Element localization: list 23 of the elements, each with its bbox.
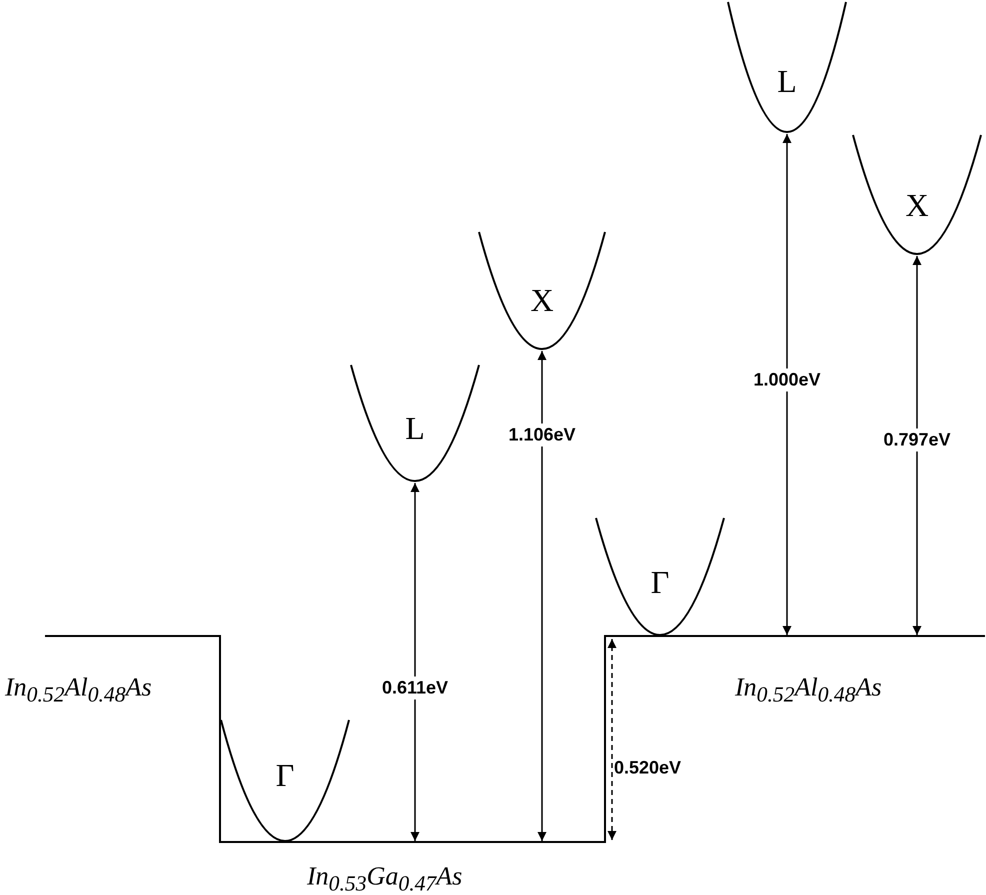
energy-gap-arrow [782, 134, 792, 635]
valley-label: L [777, 64, 797, 97]
material-label: In$_{0.52}$Al$_{0.48}$As [735, 672, 882, 708]
edge-label: 1.106eV [508, 424, 576, 446]
edge-label: 1.000eV [753, 368, 821, 392]
energy-gap-arrow [538, 351, 546, 841]
valley-parabola [852, 135, 982, 255]
edge-label: 0.797eV [883, 428, 951, 452]
energy-gap-arrow [410, 483, 420, 841]
valley-label: Γ [276, 758, 294, 791]
valley-parabola [220, 720, 350, 842]
energy-gap-arrow [912, 256, 922, 635]
valley-parabola [350, 365, 480, 482]
valley-label: X [530, 284, 554, 316]
material-label: In$_{0.53}$Ga$_{0.47}$As [307, 861, 462, 895]
valley-parabola [727, 2, 847, 133]
valley-label: Γ [650, 566, 670, 598]
valley-parabola [478, 232, 606, 350]
material-label: In$_{0.52}$Al$_{0.48}$As [5, 672, 152, 708]
valley-label: L [405, 412, 425, 444]
valley-parabola [595, 518, 725, 636]
edge-label: 0.611eV [382, 676, 448, 700]
valley-label: X [905, 188, 929, 221]
